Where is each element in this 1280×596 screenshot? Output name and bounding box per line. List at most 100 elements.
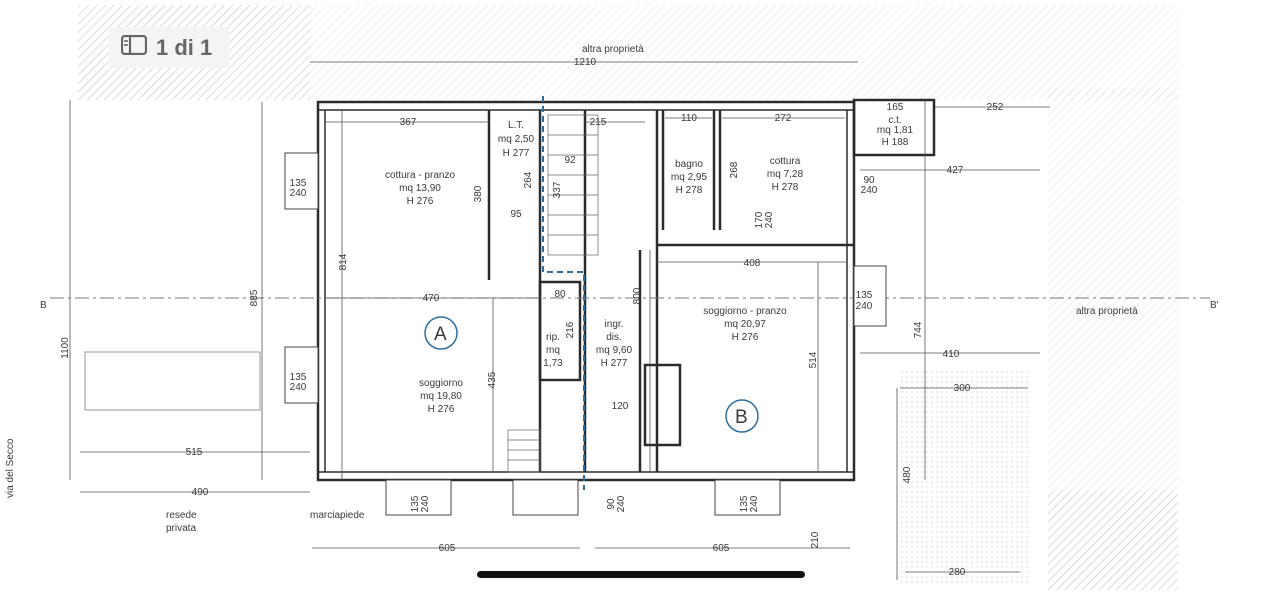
label-top-neighbor: altra proprietà	[582, 44, 644, 55]
room-extra: H 277	[601, 358, 628, 369]
dim-value: 605	[439, 543, 456, 554]
room-height: H 276	[732, 332, 759, 343]
dim-value: 110	[681, 113, 697, 124]
label-street: via del Secco	[5, 438, 16, 498]
dim-value: 280	[949, 567, 966, 578]
page-count-label: 1 di 1	[156, 34, 213, 60]
dim-value: 268	[729, 161, 740, 178]
unit-boundary	[542, 96, 585, 490]
room-name: bagno	[675, 159, 703, 170]
room-name: L.T.	[508, 120, 524, 131]
room-area: mq 2,50	[498, 134, 535, 145]
dim-value: 135	[290, 178, 307, 189]
dim-value: 408	[744, 258, 761, 269]
dim-value: 380	[473, 185, 484, 202]
room-area: mq 13,90	[399, 183, 441, 194]
dim-value: 515	[186, 447, 203, 458]
dim-value: 215	[590, 117, 607, 128]
room-name: ingr.	[605, 319, 624, 330]
dim-value: 605	[713, 543, 730, 554]
room-name: cottura	[770, 156, 801, 167]
room-name: soggiorno	[419, 378, 463, 389]
unit-a-label: A	[434, 324, 447, 345]
hatch-right	[1048, 90, 1178, 490]
room-height: H 277	[503, 148, 530, 159]
unit-b-marker	[725, 399, 759, 433]
label-yard-2: privata	[166, 523, 196, 534]
room-height: H 276	[407, 196, 434, 207]
dim-value: 885	[249, 289, 260, 306]
page-indicator[interactable]: 1 di 1	[109, 27, 229, 68]
dim-value: 240	[764, 211, 775, 228]
dim-value: 410	[943, 349, 960, 360]
dim-value: 240	[290, 188, 307, 199]
dim-value: 240	[616, 495, 627, 512]
dim-value: 120	[612, 401, 629, 412]
dim-value: 264	[523, 171, 534, 188]
label-yard-1: resede	[166, 510, 197, 521]
dim-value: 470	[423, 293, 440, 304]
room-height: H 278	[676, 185, 703, 196]
dim-value: 800	[632, 287, 643, 304]
dim-value: 90	[863, 175, 875, 186]
unit-b-label: B	[735, 407, 748, 428]
staircase	[507, 114, 599, 473]
room-height: H 276	[428, 404, 455, 415]
room-name: c.t.	[888, 115, 901, 126]
room-area: mq 1,81	[877, 125, 914, 136]
dim-value: 367	[400, 117, 417, 128]
terrace-dots	[900, 370, 1030, 585]
dimension-texts: 1210 367 215 110 272 165 252 92 264 95 3…	[60, 57, 1004, 578]
dim-value: 135	[856, 290, 873, 301]
dim-value: 135	[739, 495, 750, 512]
dim-value: 95	[510, 209, 522, 220]
windows	[84, 152, 887, 516]
label-right-neighbor: altra proprietà	[1076, 306, 1138, 317]
dim-value: 480	[902, 466, 913, 483]
dim-value: 514	[808, 351, 819, 368]
dim-value: 427	[947, 165, 964, 176]
room-area: mq 7,28	[767, 169, 804, 180]
room-area: mq 20,97	[724, 319, 766, 330]
dim-value: 92	[564, 155, 576, 166]
room-area: mq 2,95	[671, 172, 708, 183]
dim-value: 240	[749, 495, 760, 512]
hatch-bottom-right	[1048, 490, 1178, 590]
walls	[316, 98, 936, 482]
dim-value: 240	[861, 185, 878, 196]
dim-value: 135	[290, 372, 307, 383]
label-sidewalk: marciapiede	[310, 510, 365, 521]
dim-value: 165	[887, 102, 904, 113]
room-area: mq	[546, 345, 560, 356]
dim-value: 1210	[574, 57, 597, 68]
dim-value: 170	[754, 211, 765, 228]
dimension-lines	[69, 61, 1050, 580]
dim-value: 240	[290, 382, 307, 393]
dim-value: 1100	[60, 337, 71, 359]
room-labels: cottura - pranzo mq 13,90 H 276 L.T. mq …	[385, 115, 914, 415]
dim-value: 300	[954, 383, 971, 394]
unit-a-marker	[424, 316, 458, 350]
dim-value: 814	[338, 253, 349, 270]
dim-value: 80	[554, 289, 566, 300]
hatch-top	[310, 5, 1178, 100]
dim-value: 744	[913, 321, 924, 338]
room-area: dis.	[606, 332, 622, 343]
room-height: H 188	[882, 137, 909, 148]
home-indicator-bar[interactable]	[477, 571, 805, 578]
dim-value: 337	[552, 181, 563, 198]
room-height: H 278	[772, 182, 799, 193]
dim-value: 272	[775, 113, 792, 124]
dim-value: 216	[565, 321, 576, 338]
section-label-left: B	[40, 300, 47, 311]
dim-value: 210	[810, 531, 821, 548]
dim-value: 252	[987, 102, 1004, 113]
dim-value: 90	[606, 498, 617, 510]
dim-value: 240	[420, 495, 431, 512]
room-name: rip.	[546, 332, 560, 343]
room-name: cottura - pranzo	[385, 170, 455, 181]
sidebar-icon[interactable]	[120, 34, 148, 60]
section-label-right: B'	[1210, 300, 1219, 311]
dim-value: 240	[856, 301, 873, 312]
